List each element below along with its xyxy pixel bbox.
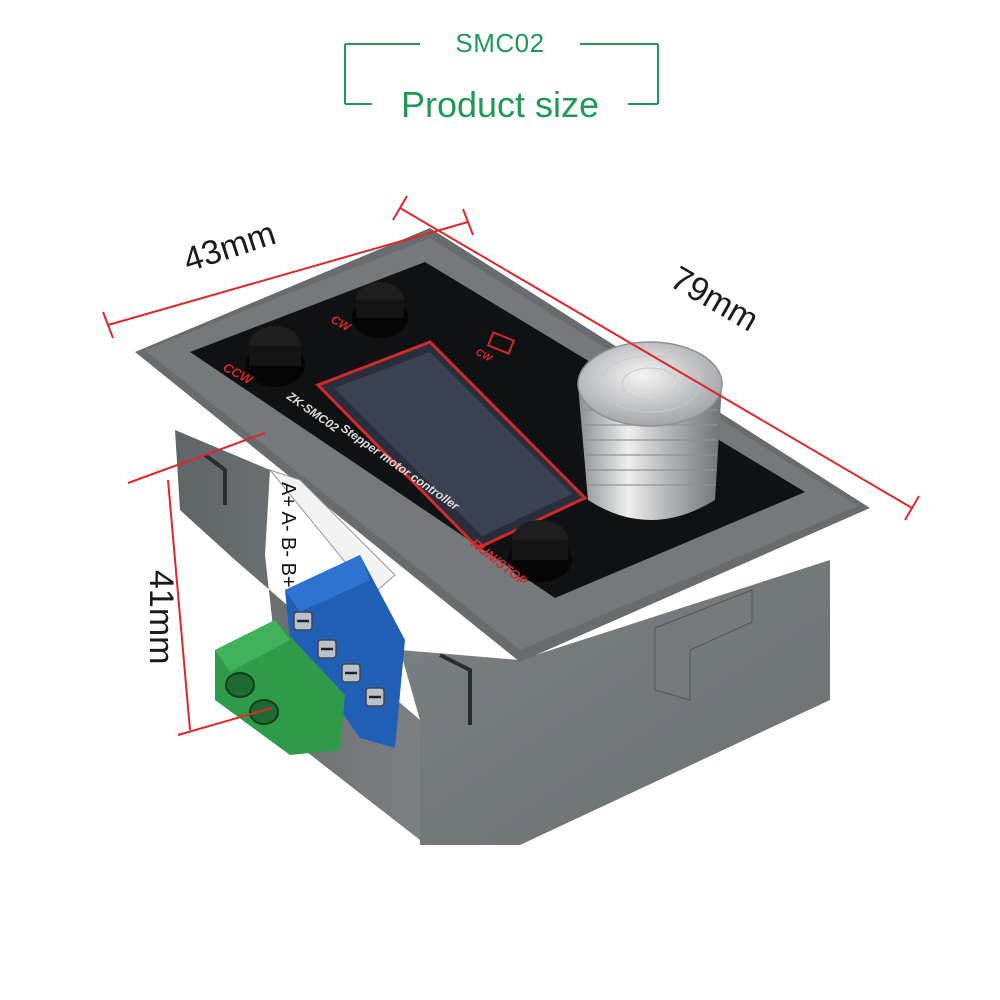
dimension-lines [102,195,920,736]
lcd-glass [334,352,572,536]
power-terminal-block [215,620,345,755]
header-frame-lines [344,43,659,105]
header: SMC02 Product size [0,0,1000,140]
mounting-clips [203,453,472,725]
model-label: SMC02 [455,28,545,58]
cw-button[interactable] [352,282,408,338]
side-latch [654,589,753,701]
stepper-terminal-block [285,555,405,748]
ccw-button[interactable] [245,326,305,387]
width-dimension-label: 43mm [179,214,281,279]
product-size-title: Product size [400,84,600,125]
knob-icon[interactable] [577,341,723,520]
terminal-labels: A+ A- B- B+ [277,482,299,588]
length-dimension-label: 79mm [664,259,765,339]
cw-indicator-led [486,331,516,355]
run-stop-button[interactable] [508,520,572,582]
height-dimension-label: 41mm [142,570,180,664]
